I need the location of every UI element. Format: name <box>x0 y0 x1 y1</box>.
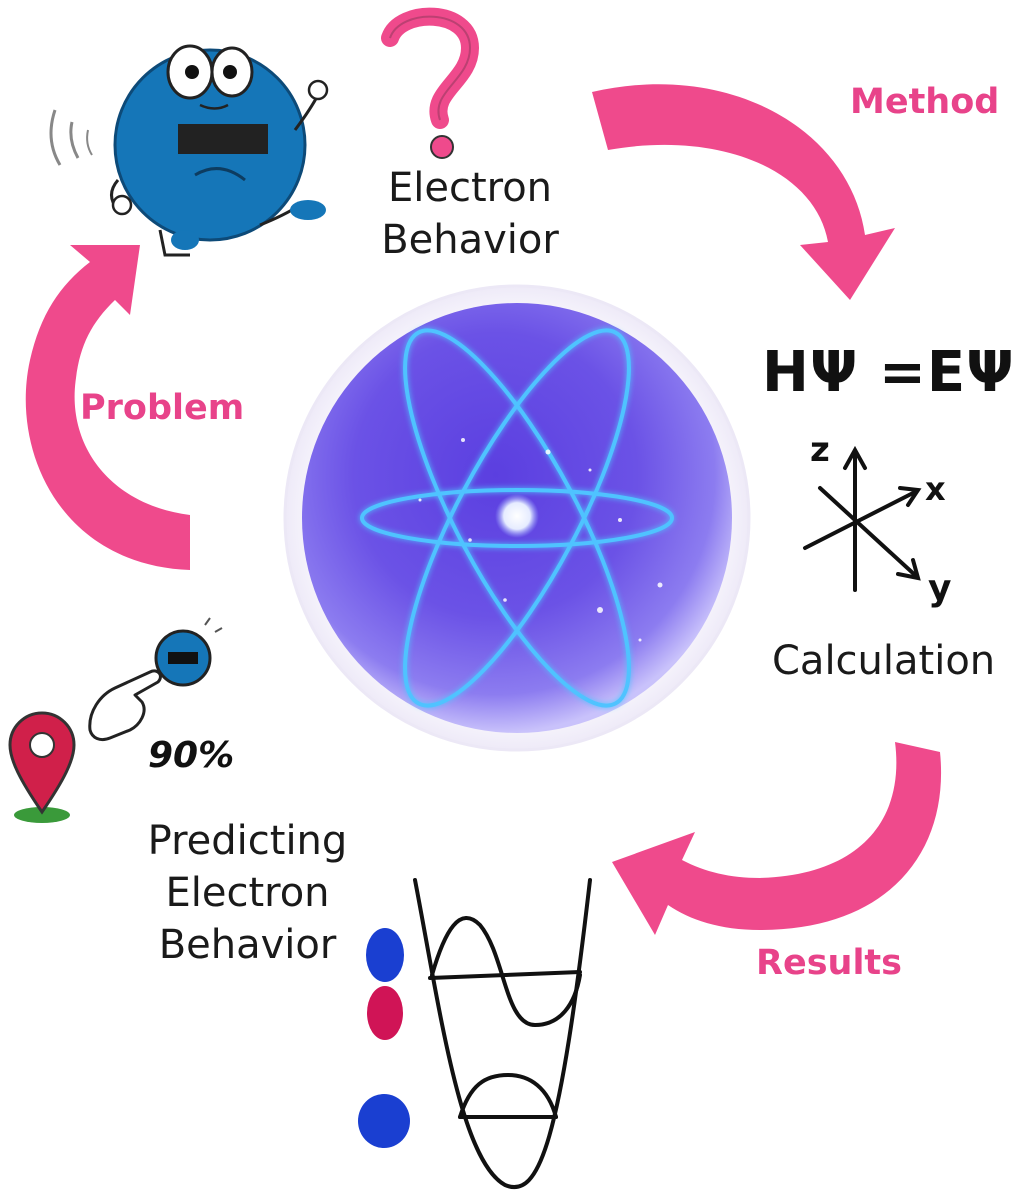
blue-dot <box>366 928 404 982</box>
small-electron-icon <box>156 618 222 685</box>
bottom-label-line2: Electron <box>125 867 370 919</box>
probability-label: 90% <box>148 735 234 776</box>
pointing-hand-icon <box>90 671 161 740</box>
potential-well-diagram <box>415 880 590 1187</box>
question-mark-icon <box>390 17 470 158</box>
atom-sphere <box>285 286 749 750</box>
running-electron-cartoon <box>51 46 327 255</box>
red-dot <box>367 986 403 1040</box>
method-label: Method <box>850 82 999 122</box>
bottom-label-line3: Behavior <box>125 919 370 971</box>
top-label: Electron Behavior <box>360 162 580 266</box>
bottom-label-line1: Predicting <box>125 815 370 867</box>
axis-x-label: x <box>925 470 946 508</box>
problem-label: Problem <box>80 388 244 428</box>
schrodinger-equation: HΨ =EΨ <box>762 340 1015 405</box>
results-arrow <box>612 742 941 935</box>
nucleus <box>495 494 539 538</box>
location-pin-icon <box>10 713 74 823</box>
calculation-label: Calculation <box>772 635 995 687</box>
top-label-line2: Behavior <box>360 214 580 266</box>
axis-z-label: z <box>810 430 830 470</box>
xyz-axes-diagram <box>805 450 918 590</box>
results-label: Results <box>756 943 902 983</box>
top-label-line1: Electron <box>360 162 580 214</box>
blue-dot-lower <box>358 1094 410 1148</box>
axis-y-label: y <box>928 568 951 609</box>
bottom-label: Predicting Electron Behavior <box>125 815 370 971</box>
